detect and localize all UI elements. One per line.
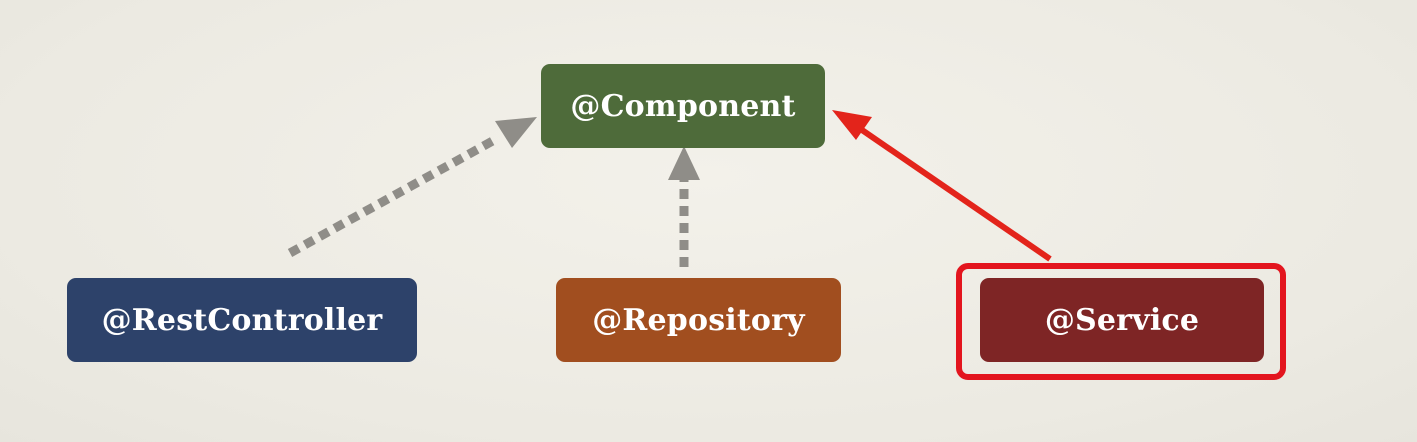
edge-restcontroller-to-component xyxy=(287,134,501,257)
component-node: @Component xyxy=(541,64,825,148)
restcontroller-node: @RestController xyxy=(67,278,417,362)
restcontroller-label: @RestController xyxy=(101,302,383,338)
arrowhead-repository-to-component xyxy=(668,146,700,180)
repository-node: @Repository xyxy=(556,278,841,362)
arrowhead-restcontroller-to-component xyxy=(495,117,537,148)
repository-label: @Repository xyxy=(592,302,805,338)
service-highlight-frame xyxy=(956,263,1286,380)
service-label: @Service xyxy=(1044,302,1200,338)
arrowhead-service-to-component xyxy=(832,110,872,140)
service-node: @Service xyxy=(980,278,1264,362)
edge-service-to-component xyxy=(860,127,1052,262)
component-label: @Component xyxy=(570,88,796,124)
